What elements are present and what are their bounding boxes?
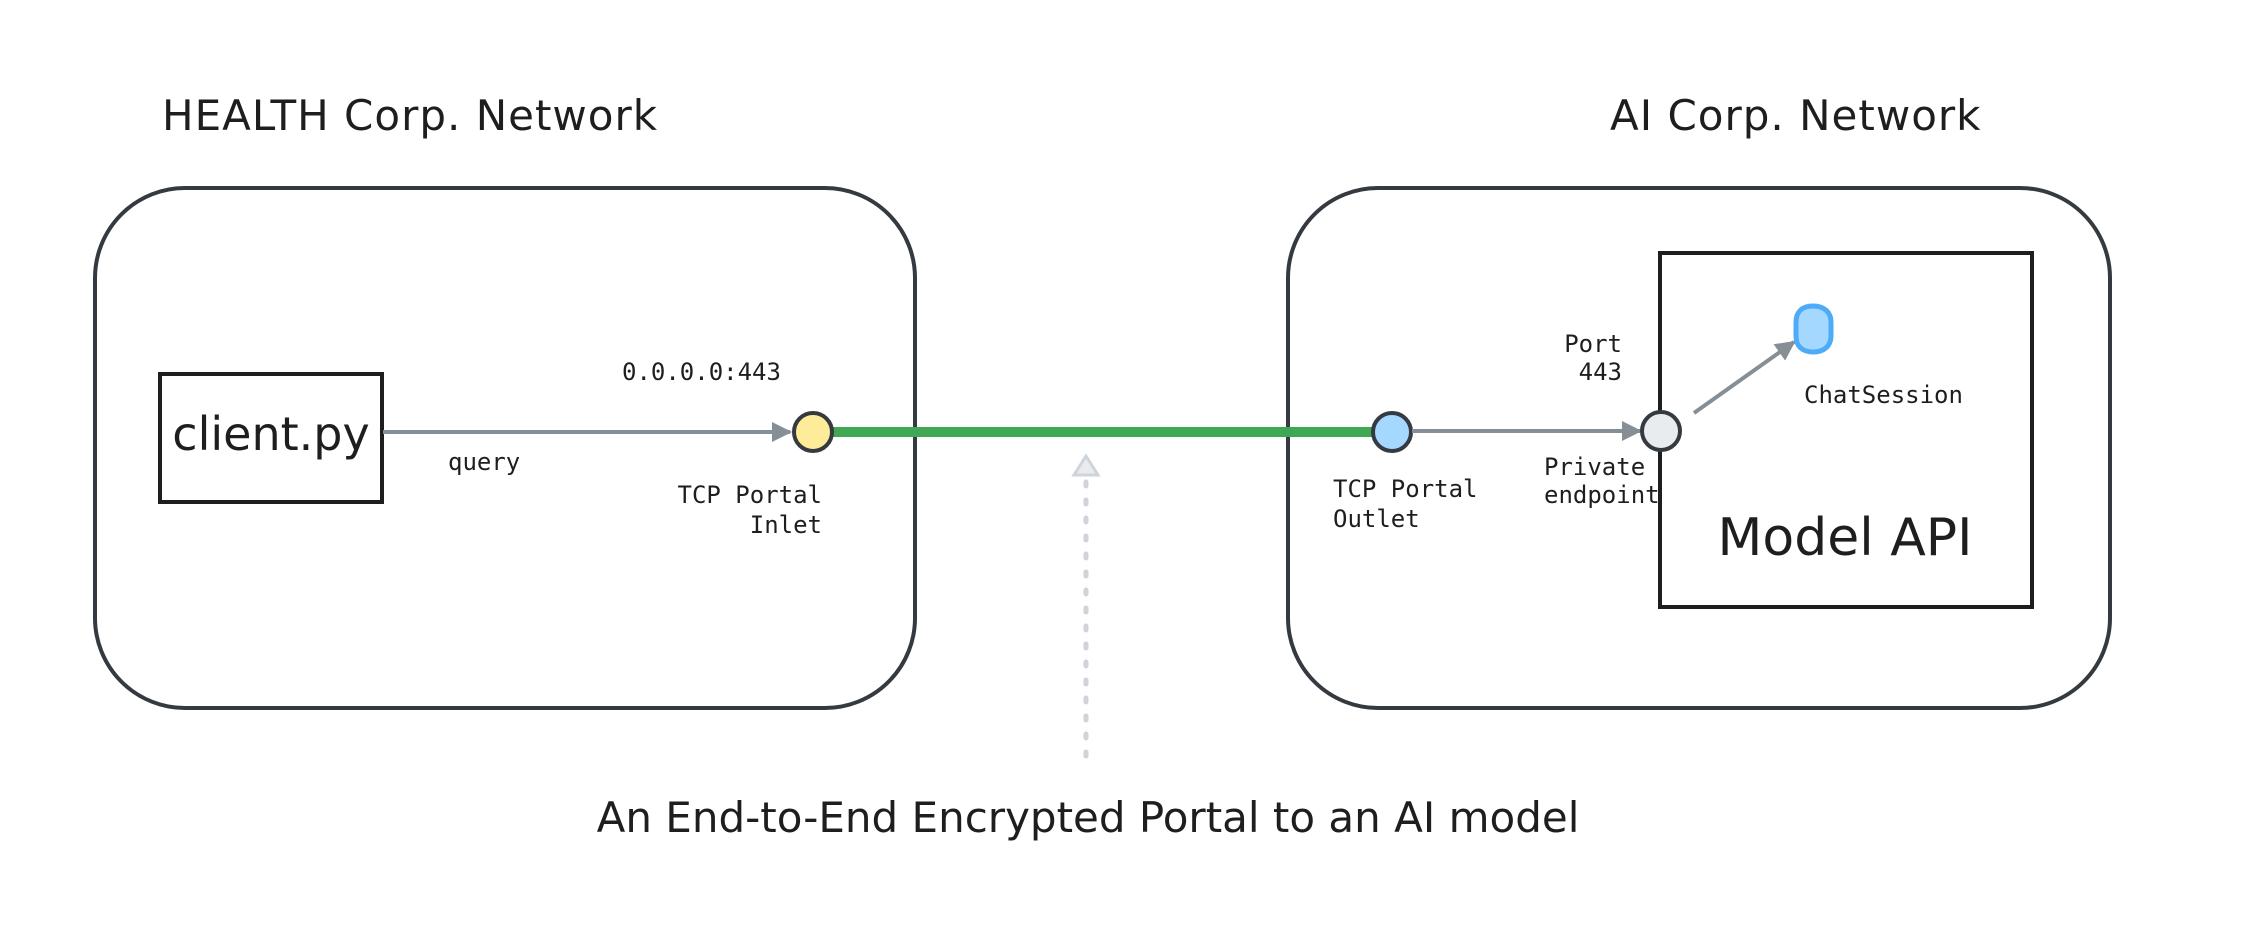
right-network-box: [1286, 186, 2112, 710]
right-network-title: AI Corp. Network: [1610, 91, 1981, 140]
left-network-box: [93, 186, 917, 710]
session-icon: [1793, 303, 1834, 355]
caption-pointer-head: [1071, 453, 1101, 477]
tcp-portal-outlet-node: [1371, 411, 1413, 453]
client-label: client.py: [172, 407, 369, 461]
endpoint-to-session-arrow: [1692, 340, 1796, 415]
port-label-line2: 443: [1579, 358, 1622, 386]
endpoint-label-line1: Private: [1544, 453, 1645, 481]
model-api-label: Model API: [1718, 508, 1973, 568]
address-label: 0.0.0.0:443: [622, 358, 781, 386]
inlet-label-line2: Inlet: [750, 511, 822, 539]
port-label-line1: Port: [1564, 330, 1622, 358]
query-label: query: [448, 448, 520, 476]
left-network-title: HEALTH Corp. Network: [162, 91, 658, 140]
private-endpoint-node: [1640, 410, 1682, 452]
diagram-caption: An End-to-End Encrypted Portal to an AI …: [597, 793, 1580, 842]
outlet-label-line2: Outlet: [1333, 505, 1420, 533]
endpoint-label-line2: endpoint: [1544, 481, 1660, 509]
chat-session-label: ChatSession: [1804, 381, 1963, 409]
client-box: [158, 372, 384, 504]
tcp-portal-inlet-node: [792, 411, 834, 453]
outlet-label-line1: TCP Portal: [1333, 475, 1478, 503]
inlet-label-line1: TCP Portal: [678, 481, 823, 509]
